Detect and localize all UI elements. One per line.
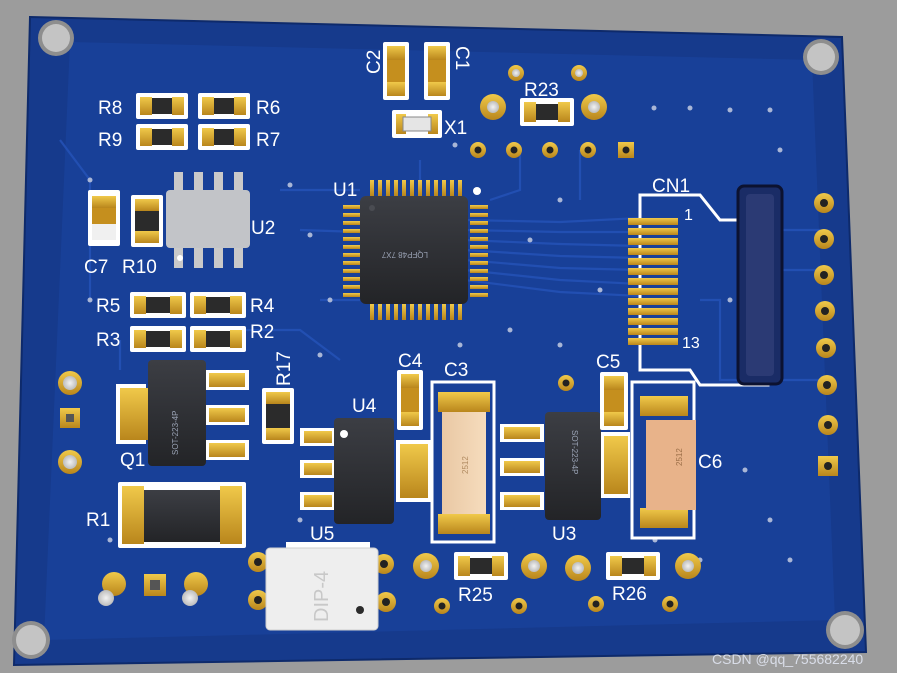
label-r6: R6 (256, 98, 280, 119)
label-r26: R26 (612, 584, 647, 605)
traces (59, 139, 820, 382)
cap-c7 (88, 190, 120, 246)
u3-marking: SOT-223-4P (570, 430, 579, 474)
resistor-r1 (118, 482, 246, 548)
label-r25: R25 (458, 585, 493, 606)
label-u2: U2 (251, 218, 275, 239)
label-r17: R17 (274, 351, 295, 386)
label-r23: R23 (524, 80, 559, 101)
connector-cn1 (628, 184, 784, 387)
label-u4: U4 (352, 396, 377, 417)
label-c5: C5 (596, 352, 620, 373)
label-c1: C1 (451, 46, 472, 70)
label-cn1-pin1: 1 (684, 207, 693, 224)
label-r8: R8 (98, 98, 122, 119)
label-u1: U1 (333, 180, 357, 201)
bottom-th-pads (98, 553, 701, 614)
label-cn1-pin13: 13 (682, 335, 700, 352)
label-r4: R4 (250, 296, 275, 317)
label-x1: X1 (444, 118, 467, 139)
c6-marking: 2512 (675, 448, 684, 466)
cap-c1 (424, 42, 450, 100)
label-u5: U5 (310, 524, 334, 545)
cap-c4 (397, 370, 423, 430)
u1-marking: LQFP48 7X7 (381, 250, 428, 259)
cap-c2 (383, 42, 409, 100)
chip-u4 (300, 418, 432, 524)
optocoupler-u5: DIP-4 (248, 542, 396, 631)
label-r9: R9 (98, 130, 122, 151)
label-q1: Q1 (120, 450, 145, 471)
label-c2: C2 (364, 50, 385, 74)
vias (87, 105, 793, 563)
resistor-r4 (190, 292, 246, 318)
label-r5: R5 (96, 296, 120, 317)
crystal-x1 (392, 110, 442, 138)
resistor-r25 (454, 552, 508, 580)
label-r2: R2 (250, 322, 274, 343)
label-c4: C4 (398, 351, 423, 372)
label-r1: R1 (86, 510, 110, 531)
resistor-r26 (606, 552, 660, 580)
resistor-r5 (130, 292, 186, 318)
resistor-r17 (262, 388, 294, 444)
c3-marking: 2512 (461, 456, 470, 474)
label-r7: R7 (256, 130, 280, 151)
chip-u1: LQFP48 7X7 (343, 180, 488, 320)
label-r10: R10 (122, 257, 157, 278)
label-c6: C6 (698, 452, 722, 473)
transistor-q1: SOT-223-4P (58, 360, 249, 474)
chip-u2 (166, 172, 250, 268)
label-r3: R3 (96, 330, 120, 351)
resistor-r7 (198, 124, 250, 150)
label-cn1: CN1 (652, 176, 690, 197)
mounting-holes (12, 20, 864, 659)
watermark: CSDN @qq_755682240 (712, 651, 863, 667)
u5-marking: DIP-4 (311, 571, 333, 622)
resistor-r8 (136, 93, 188, 119)
label-u3: U3 (552, 524, 576, 545)
cap-c5 (558, 372, 628, 430)
resistor-r9 (136, 124, 188, 150)
resistor-r2 (190, 326, 246, 352)
resistor-r6 (198, 93, 250, 119)
q1-marking: SOT-223-4P (171, 411, 180, 455)
chip-u3: SOT-223-4P (500, 412, 630, 520)
cap-c6: 2512 (630, 380, 696, 540)
resistor-r3 (130, 326, 186, 352)
label-c3: C3 (444, 360, 468, 381)
label-c7: C7 (84, 257, 108, 278)
through-hole-pads-top (470, 65, 634, 158)
right-header-pins (814, 193, 838, 476)
resistor-r10 (131, 195, 163, 247)
cap-c3: 2512 (430, 380, 496, 544)
